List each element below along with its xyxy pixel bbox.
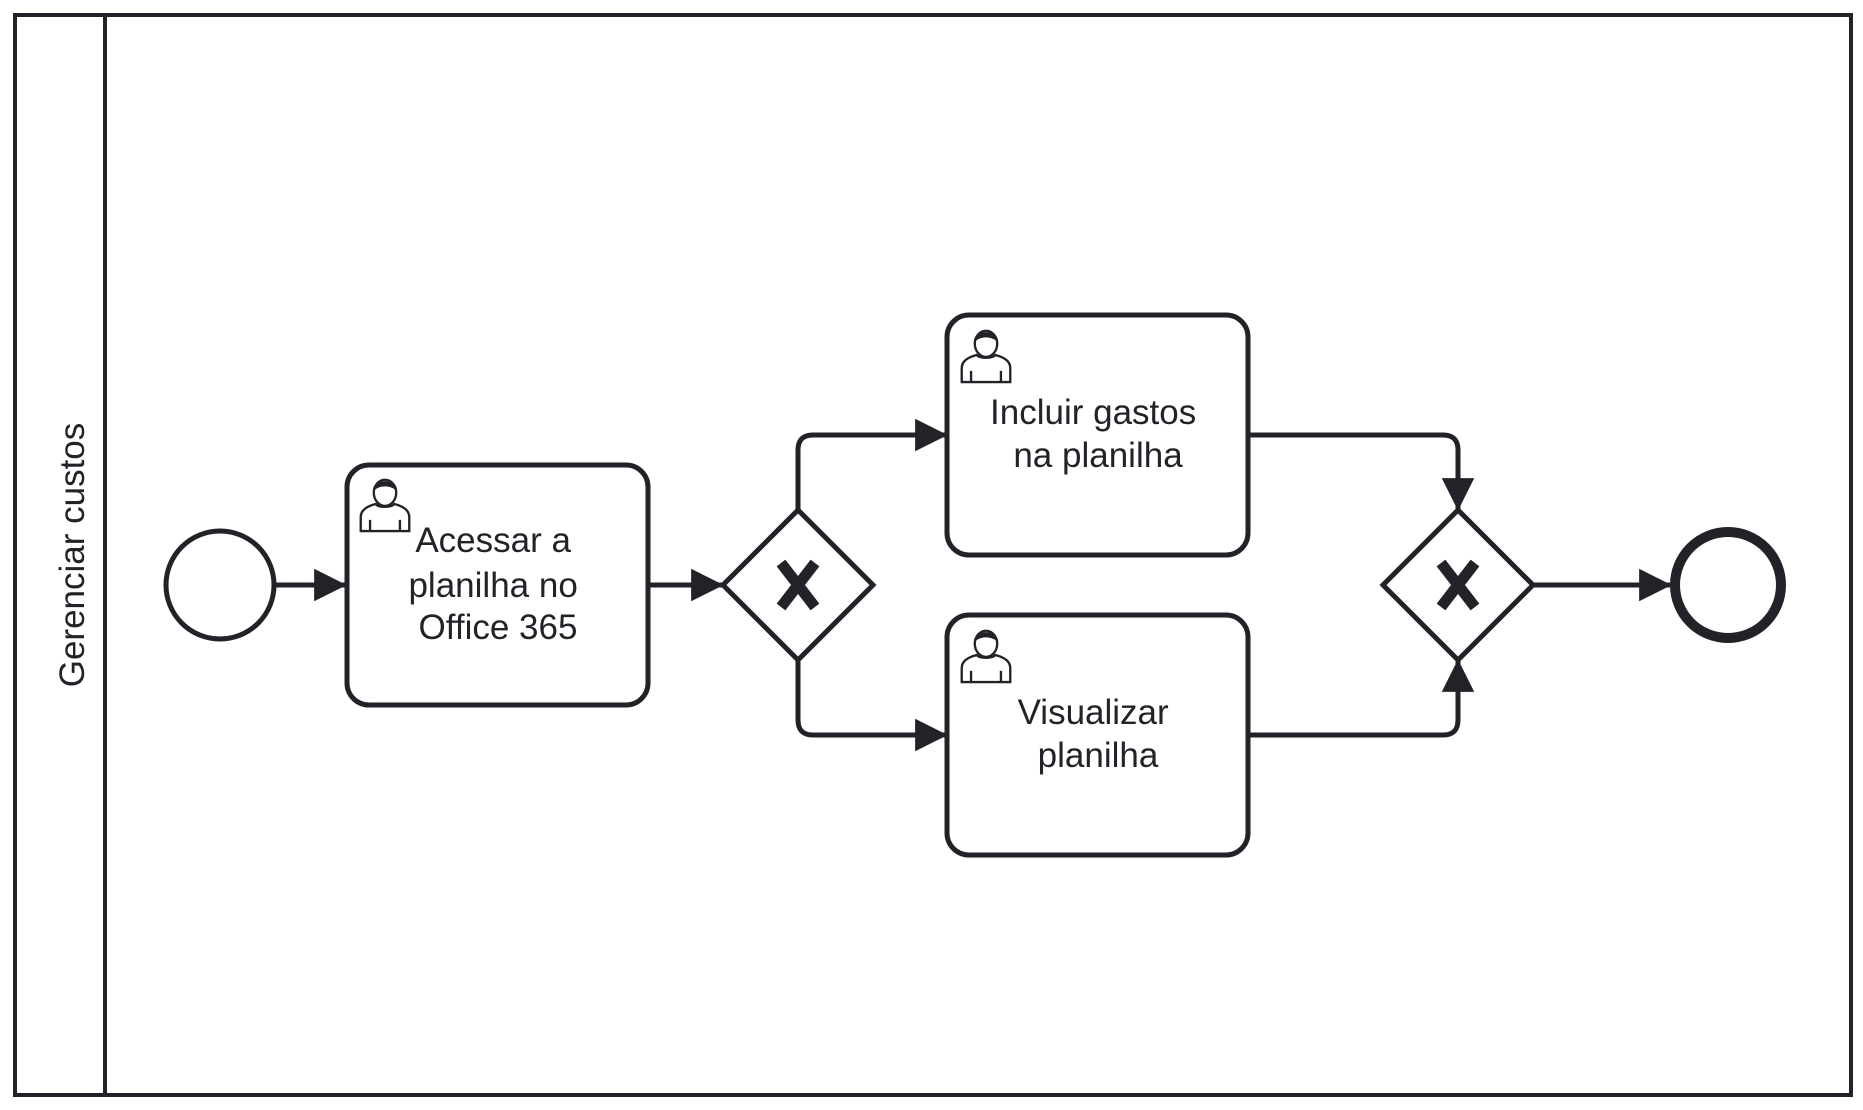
exclusive-gateway-split[interactable] [719, 506, 877, 664]
start-event[interactable] [163, 528, 277, 642]
exclusive-gateway-join[interactable] [1379, 506, 1537, 664]
lane-label: Gerenciar custos [53, 423, 92, 688]
task-label: Incluir gastos na planilha [990, 393, 1206, 475]
start-event-circle [163, 528, 277, 642]
task-access-spreadsheet[interactable]: Acessar a planilha no Office 365 [344, 462, 651, 708]
end-event-circle [1670, 527, 1786, 643]
x-icon [776, 559, 820, 611]
x-icon [1436, 559, 1480, 611]
task-view-spreadsheet[interactable]: Visualizar planilha [944, 612, 1251, 858]
sequence-flows [275, 418, 1672, 752]
pool[interactable]: Gerenciar custos [13, 13, 1853, 1097]
end-event[interactable] [1670, 527, 1786, 643]
task-box [344, 462, 651, 708]
flow-split-to-include[interactable] [795, 418, 948, 510]
flow-include-to-join[interactable] [1248, 432, 1475, 511]
flow-split-to-view[interactable] [795, 660, 948, 752]
flow-view-to-join[interactable] [1248, 659, 1475, 738]
task-label: Visualizar planilha [1018, 693, 1179, 775]
task-box [944, 612, 1251, 858]
task-label: Acessar a planilha no Office 365 [408, 521, 587, 647]
task-include-expenses[interactable]: Incluir gastos na planilha [944, 312, 1251, 558]
pool-border [13, 13, 1853, 1097]
task-box [944, 312, 1251, 558]
